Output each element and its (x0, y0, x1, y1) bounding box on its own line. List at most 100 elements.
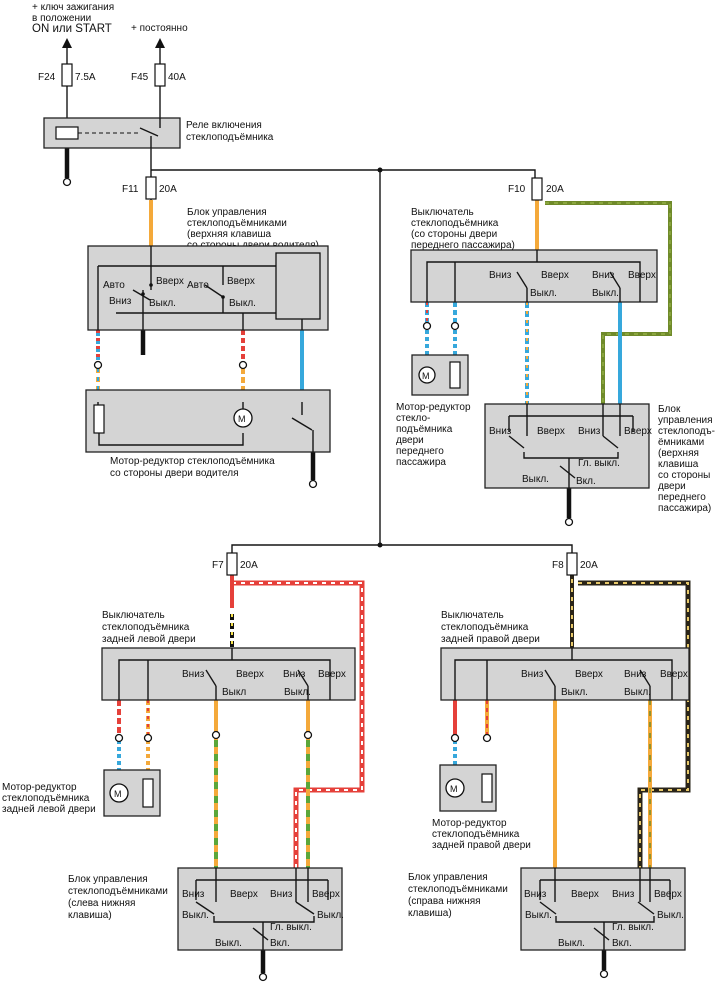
svg-text:Мотор-редуктор: Мотор-редуктор (396, 402, 471, 413)
svg-text:клавиша): клавиша) (408, 908, 452, 919)
svg-text:20A: 20A (159, 184, 177, 195)
svg-text:Авто: Авто (187, 280, 209, 291)
driver-motor: M Мотор-редуктор стеклоподъёмника со сто… (85, 389, 331, 479)
svg-text:Вниз: Вниз (521, 669, 544, 680)
svg-text:Вверх: Вверх (537, 426, 565, 437)
svg-text:стеклоподъ-: стеклоподъ- (658, 426, 715, 437)
rlu-switch1-contact-icon (195, 901, 215, 915)
window-relay: Реле включения стеклоподъёмника (43, 117, 274, 149)
front-passenger-motor: M Мотор-редуктор стекло- подъёмника двер… (396, 354, 471, 468)
svg-text:Вверх: Вверх (318, 669, 346, 680)
svg-text:Выкл.: Выкл. (317, 910, 344, 921)
svg-text:переднего: переднего (658, 492, 706, 503)
svg-text:Блок: Блок (658, 404, 681, 415)
svg-text:Выкл.: Выкл. (558, 938, 585, 949)
relay-label-line2: стеклоподъёмника (186, 132, 274, 143)
svg-text:Авто: Авто (103, 280, 125, 291)
front-passenger-control-unit: Вниз Вверх Вниз Вверх Гл. выкл. Выкл. Вк… (484, 403, 715, 514)
fp-motor-sensor-icon (449, 361, 461, 389)
svg-text:стеклоподъёмника: стеклоподъёмника (432, 829, 520, 840)
fp-motor-icon (418, 366, 436, 384)
svg-text:Выкл.: Выкл. (624, 687, 651, 698)
svg-text:Вверх: Вверх (575, 669, 603, 680)
svg-text:стеклоподъёмниками: стеклоподъёмниками (187, 218, 287, 229)
svg-text:M: M (422, 371, 430, 381)
svg-text:Вниз: Вниз (489, 426, 512, 437)
svg-text:Выкл.: Выкл. (229, 298, 256, 309)
svg-text:переднего: переднего (396, 446, 444, 457)
svg-text:задней правой двери: задней правой двери (441, 634, 540, 645)
svg-text:Вверх: Вверх (156, 276, 184, 287)
svg-text:Выкл.: Выкл. (182, 910, 209, 921)
fuse-f8: F8 20A (552, 552, 598, 576)
svg-text:20A: 20A (240, 560, 258, 571)
fuse-f24: F24 7.5A (38, 63, 96, 87)
svg-text:Выкл.: Выкл. (215, 938, 242, 949)
svg-text:Вниз: Вниз (578, 426, 601, 437)
fuse-f7: F7 20A (212, 552, 258, 576)
fuse-f45: F45 40A (131, 63, 186, 87)
rear-right-motor: M Мотор-редуктор стеклоподъёмника задней… (432, 764, 531, 851)
svg-text:двери: двери (396, 435, 424, 446)
svg-text:пассажира): пассажира) (658, 503, 711, 514)
svg-text:Выключатель: Выключатель (411, 207, 474, 218)
rr-switch2-contact-icon (639, 669, 651, 687)
svg-text:(справа нижняя: (справа нижняя (408, 896, 481, 907)
svg-text:F8: F8 (552, 560, 564, 571)
supply-labels: + ключ зажигания в положении ON или STAR… (32, 2, 188, 35)
fp-switch2-contact-icon (609, 271, 621, 289)
svg-text:F10: F10 (508, 184, 526, 195)
fuse-f11: F11 20A (122, 176, 177, 200)
svg-text:Выкл.: Выкл. (530, 288, 557, 299)
svg-text:двери: двери (658, 481, 686, 492)
svg-text:Мотор-редуктор стеклоподъёмник: Мотор-редуктор стеклоподъёмника (110, 456, 275, 467)
svg-text:Блок управления: Блок управления (187, 207, 267, 218)
svg-text:20A: 20A (546, 184, 564, 195)
rl-switch1-contact-icon (205, 669, 217, 687)
svg-text:клавиша: клавиша (658, 459, 699, 470)
svg-text:Вкл.: Вкл. (576, 476, 596, 487)
svg-text:задней правой двери: задней правой двери (432, 840, 531, 851)
svg-text:7.5A: 7.5A (75, 72, 96, 83)
svg-text:Мотор-редуктор: Мотор-редуктор (432, 818, 507, 829)
rlu-main-switch-icon (252, 927, 269, 941)
rru-main-switch-icon (593, 927, 610, 941)
constant-label: + постоянно (131, 23, 188, 34)
svg-text:задней левой двери: задней левой двери (102, 634, 196, 645)
fpu-switch2-contact-icon (602, 435, 619, 449)
svg-text:Выкл.: Выкл. (525, 910, 552, 921)
rr-motor-icon (445, 778, 465, 798)
svg-text:Выкл.: Выкл. (561, 687, 588, 698)
ignition-label-line3: ON или START (32, 23, 112, 35)
svg-text:Вверх: Вверх (236, 669, 264, 680)
rear-left-control-unit: Блок управления стеклоподъёмниками (слев… (68, 867, 344, 951)
svg-text:Вниз: Вниз (524, 889, 547, 900)
svg-text:Блок управления: Блок управления (68, 874, 148, 885)
svg-text:Выкл.: Выкл. (284, 687, 311, 698)
svg-text:20A: 20A (580, 560, 598, 571)
svg-text:Вниз: Вниз (489, 270, 512, 281)
driver-motor-sensor-icon (93, 404, 105, 434)
rear-left-motor: M Мотор-редуктор стеклоподъёмника задней… (2, 769, 161, 817)
svg-text:Вверх: Вверх (230, 889, 258, 900)
svg-text:Вкл.: Вкл. (612, 938, 632, 949)
svg-text:Вверх: Вверх (628, 270, 656, 281)
driver-motor-switch-icon (291, 417, 313, 431)
fuse-f10: F10 20A (508, 177, 564, 201)
svg-text:стеклоподъёмника: стеклоподъёмника (102, 622, 190, 633)
svg-text:40A: 40A (168, 72, 186, 83)
fp-switch1-contact-icon (516, 271, 528, 289)
svg-text:Вверх: Вверх (624, 426, 652, 437)
fpu-switch1-contact-icon (508, 435, 525, 449)
svg-text:(верхняя: (верхняя (658, 448, 699, 459)
rru-switch1-contact-icon (539, 901, 557, 915)
svg-text:Гл. выкл.: Гл. выкл. (270, 922, 312, 933)
ignition-arrow-icon (62, 38, 72, 48)
svg-text:(верхняя клавиша: (верхняя клавиша (187, 229, 271, 240)
svg-text:со стороны: со стороны (658, 470, 710, 481)
svg-text:Мотор-редуктор: Мотор-редуктор (2, 782, 77, 793)
svg-text:Вверх: Вверх (227, 276, 255, 287)
svg-text:(слева нижняя: (слева нижняя (68, 898, 135, 909)
svg-text:стеклоподъёмника: стеклоподъёмника (2, 793, 90, 804)
svg-text:Блок управления: Блок управления (408, 872, 488, 883)
